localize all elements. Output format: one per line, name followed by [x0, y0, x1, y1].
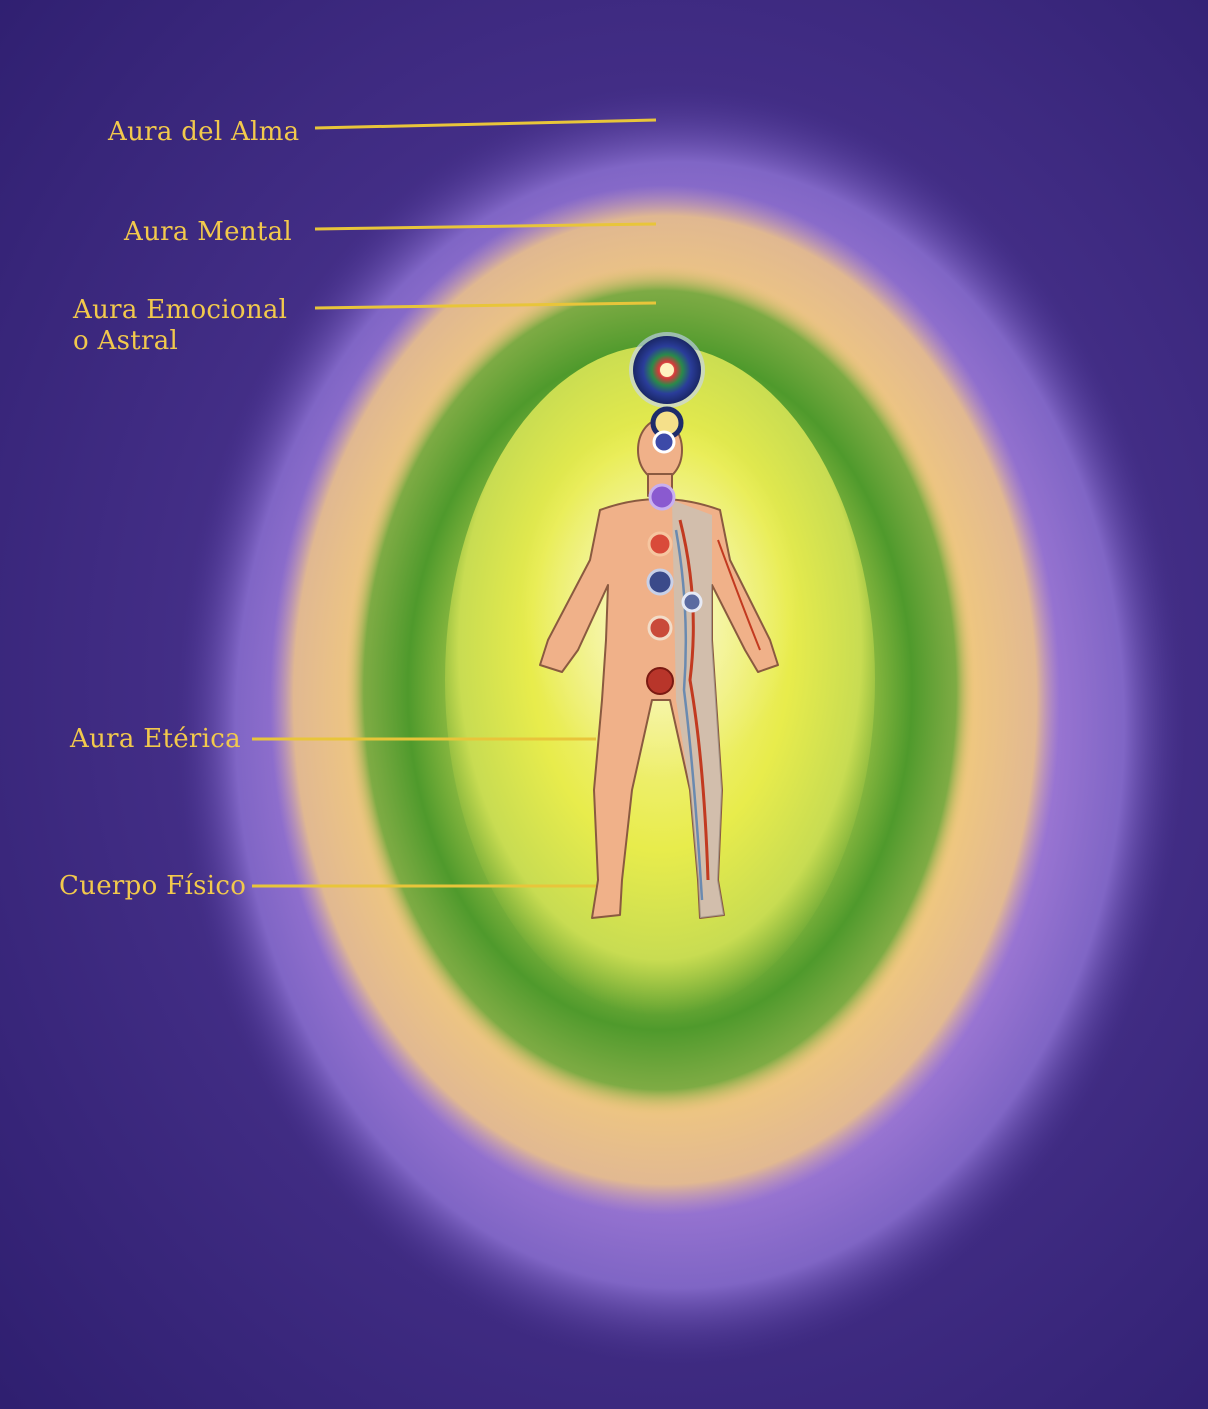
emotional-aura-label-line1: Aura Emocional — [72, 295, 287, 325]
soul-star-icon — [629, 332, 705, 408]
chakra-root-icon — [647, 668, 673, 694]
chakra-sacral-icon — [649, 617, 671, 639]
chakra-heart-icon — [649, 533, 671, 555]
chakra-throat-icon — [650, 485, 674, 509]
etheric-aura-label: Aura Etérica — [69, 724, 241, 754]
chakra-third-eye-icon — [654, 432, 674, 452]
emotional-aura-label-line2: o Astral — [73, 326, 178, 356]
chakra-solar-icon — [648, 570, 672, 594]
soul-aura-label: Aura del Alma — [107, 117, 299, 147]
physical-body-label: Cuerpo Físico — [59, 871, 246, 901]
chakra-spleen-icon — [683, 593, 701, 611]
mental-aura-label: Aura Mental — [123, 217, 292, 247]
